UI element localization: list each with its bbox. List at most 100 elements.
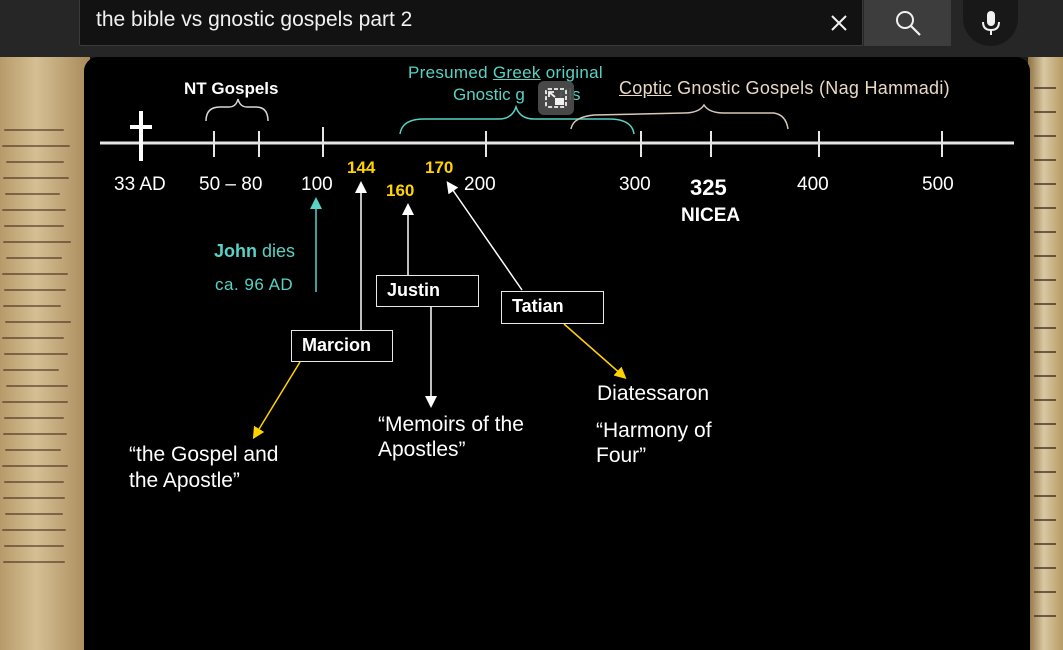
- manuscript-glyph: [1034, 461, 1056, 473]
- clear-search-button[interactable]: [822, 6, 856, 40]
- manuscript-text-line: [6, 257, 62, 259]
- manuscript-text-line: [4, 289, 66, 291]
- manuscript-glyph: [1034, 341, 1056, 353]
- timeline-slide: NT Gospels Presumed Greek original Gnost…: [84, 57, 1030, 650]
- manuscript-glyph: [1034, 533, 1056, 545]
- tatian-result-arrow: [563, 323, 627, 379]
- manuscript-text-line: [4, 353, 68, 355]
- manuscript-text-line: [3, 241, 71, 243]
- search-button[interactable]: [864, 0, 951, 46]
- manuscript-right-background: [1028, 57, 1063, 650]
- tick-200: 200: [464, 174, 496, 195]
- tick-33ad: 33 AD: [114, 174, 166, 195]
- memoirs-line2: Apostles”: [378, 438, 466, 461]
- original-text: original: [540, 63, 603, 82]
- gospel-apostle-line1: “the Gospel and: [129, 443, 279, 466]
- gnostic-text-start: Gnostic g: [453, 85, 525, 104]
- manuscript-text-line: [2, 465, 68, 467]
- tick-500: 500: [922, 174, 954, 195]
- manuscript-text-line: [6, 385, 68, 387]
- manuscript-text-line: [5, 321, 71, 323]
- greek-original-brace: [399, 104, 635, 135]
- tick-100: 100: [301, 174, 333, 195]
- harmony-line1: “Harmony of: [596, 419, 712, 442]
- presumed-greek-label: Presumed Greek original: [408, 63, 603, 83]
- manuscript-text-line: [4, 417, 64, 419]
- manuscript-glyph: [1034, 149, 1056, 161]
- nicea-label: NICEA: [681, 205, 741, 226]
- manuscript-text-line: [4, 545, 64, 547]
- manuscript-glyph: [1034, 125, 1056, 137]
- manuscript-glyph: [1034, 605, 1056, 617]
- year-144: 144: [347, 158, 376, 177]
- greek-word: Greek: [492, 63, 541, 82]
- manuscript-glyph: [1034, 293, 1056, 305]
- manuscript-glyph: [1034, 101, 1056, 113]
- year-160: 160: [386, 181, 415, 200]
- manuscript-glyph: [1034, 413, 1056, 425]
- manuscript-glyph: [1034, 221, 1056, 233]
- exit-picture-in-picture-icon[interactable]: [544, 87, 568, 109]
- marcion-result-arrow: [252, 361, 301, 440]
- manuscript-text-line: [4, 481, 64, 483]
- manuscript-text-line: [2, 273, 68, 275]
- gospel-apostle-line2: the Apostle”: [129, 469, 240, 492]
- diatessaron-label: Diatessaron: [597, 382, 710, 405]
- manuscript-text-line: [3, 561, 65, 563]
- exit-picture-in-picture-button[interactable]: [538, 81, 574, 115]
- harmony-line2: Four”: [596, 444, 647, 467]
- microphone-icon[interactable]: [981, 9, 1001, 37]
- coptic-brace: [570, 103, 789, 130]
- manuscript-text-line: [3, 305, 61, 307]
- manuscript-glyph: [1034, 581, 1056, 593]
- john-date-label: ca. 96 AD: [215, 275, 294, 294]
- marcion-box: Marcion: [291, 330, 393, 362]
- search-icon[interactable]: [894, 9, 922, 37]
- close-icon[interactable]: [829, 13, 849, 33]
- manuscript-glyph: [1034, 389, 1056, 401]
- search-query-text[interactable]: the bible vs gnostic gospels part 2: [96, 8, 413, 31]
- nt-gospels-label: NT Gospels: [184, 79, 279, 98]
- manuscript-text-line: [4, 129, 64, 131]
- tick-50-80: 50 – 80: [199, 174, 263, 195]
- manuscript-glyph: [1034, 509, 1056, 521]
- manuscript-text-line: [2, 209, 66, 211]
- manuscript-left-background: [0, 57, 90, 650]
- timeline-graphics: [100, 98, 1014, 440]
- manuscript-glyph: [1034, 485, 1056, 497]
- search-input[interactable]: the bible vs gnostic gospels part 2: [79, 0, 863, 46]
- manuscript-text-line: [2, 401, 68, 403]
- manuscript-text-line: [3, 433, 67, 435]
- nt-gospels-brace: [205, 98, 269, 122]
- tick-325: 325: [690, 175, 727, 200]
- search-header: the bible vs gnostic gospels part 2: [0, 0, 1063, 57]
- manuscript-text-line: [5, 449, 61, 451]
- year-170: 170: [425, 158, 454, 177]
- manuscript-text-line: [2, 145, 70, 147]
- manuscript-text-line: [5, 513, 63, 515]
- voice-search-button[interactable]: [963, 0, 1018, 46]
- manuscript-glyph: [1034, 317, 1056, 329]
- manuscript-glyph: [1034, 173, 1056, 185]
- manuscript-glyph: [1034, 77, 1056, 89]
- john-dies-label: John dies: [214, 241, 295, 262]
- manuscript-glyph: [1034, 365, 1056, 377]
- manuscript-text-line: [3, 369, 59, 371]
- tick-400: 400: [797, 174, 829, 195]
- coptic-rest: Gnostic Gospels (Nag Hammadi): [671, 78, 950, 98]
- presumed-text: Presumed: [408, 63, 493, 82]
- john-name: John: [214, 241, 257, 261]
- manuscript-glyph: [1034, 269, 1056, 281]
- manuscript-text-line: [2, 529, 66, 531]
- manuscript-text-line: [3, 177, 69, 179]
- coptic-gospels-label: Coptic Gnostic Gospels (Nag Hammadi): [619, 78, 950, 99]
- coptic-word: Coptic: [619, 78, 672, 98]
- manuscript-glyph: [1034, 197, 1056, 209]
- cross-icon: [130, 111, 152, 161]
- tick-300: 300: [619, 174, 651, 195]
- manuscript-text-line: [5, 193, 60, 195]
- dies-text: dies: [257, 241, 296, 261]
- manuscript-text-line: [2, 337, 64, 339]
- tatian-up-arrow: [446, 181, 523, 291]
- memoirs-line1: “Memoirs of the: [378, 413, 524, 436]
